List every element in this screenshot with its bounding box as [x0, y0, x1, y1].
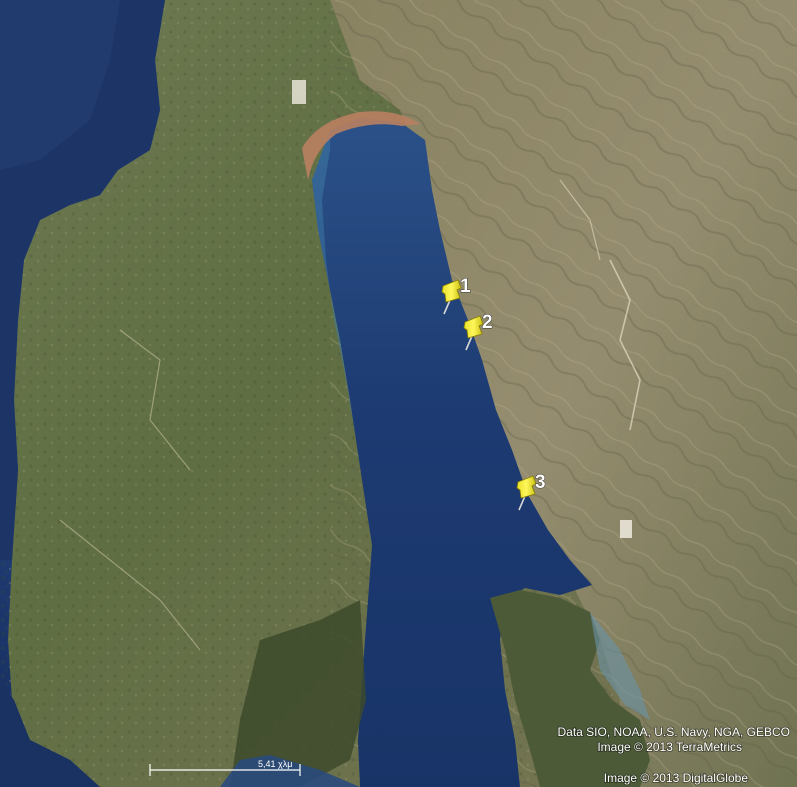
attribution: Data SIO, NOAA, U.S. Navy, NGA, GEBCO Im… [557, 724, 791, 786]
scale-label: 5,41 χλμ [258, 759, 292, 769]
marker-label: 2 [482, 312, 493, 333]
gulf-water [312, 118, 592, 787]
marker-label: 3 [535, 472, 546, 493]
attribution-data: Data SIO, NOAA, U.S. Navy, NGA, GEBCO [558, 725, 791, 739]
yellow-pushpin-icon [516, 475, 537, 511]
marker-label: 1 [460, 276, 471, 297]
marker-1[interactable]: 1 [441, 276, 471, 315]
yellow-pushpin-icon [463, 315, 484, 351]
yellow-pushpin-icon [441, 279, 462, 315]
southwest-sea [0, 680, 100, 787]
attribution-terrametrics: Image © 2013 TerraMetrics [597, 740, 742, 754]
marker-2[interactable]: 2 [463, 312, 493, 351]
attribution-digitalglobe: Image © 2013 DigitalGlobe [604, 771, 749, 785]
marker-3[interactable]: 3 [516, 472, 546, 511]
southeast-cape [490, 590, 650, 787]
scale-bar: 5,41 χλμ [149, 759, 301, 776]
